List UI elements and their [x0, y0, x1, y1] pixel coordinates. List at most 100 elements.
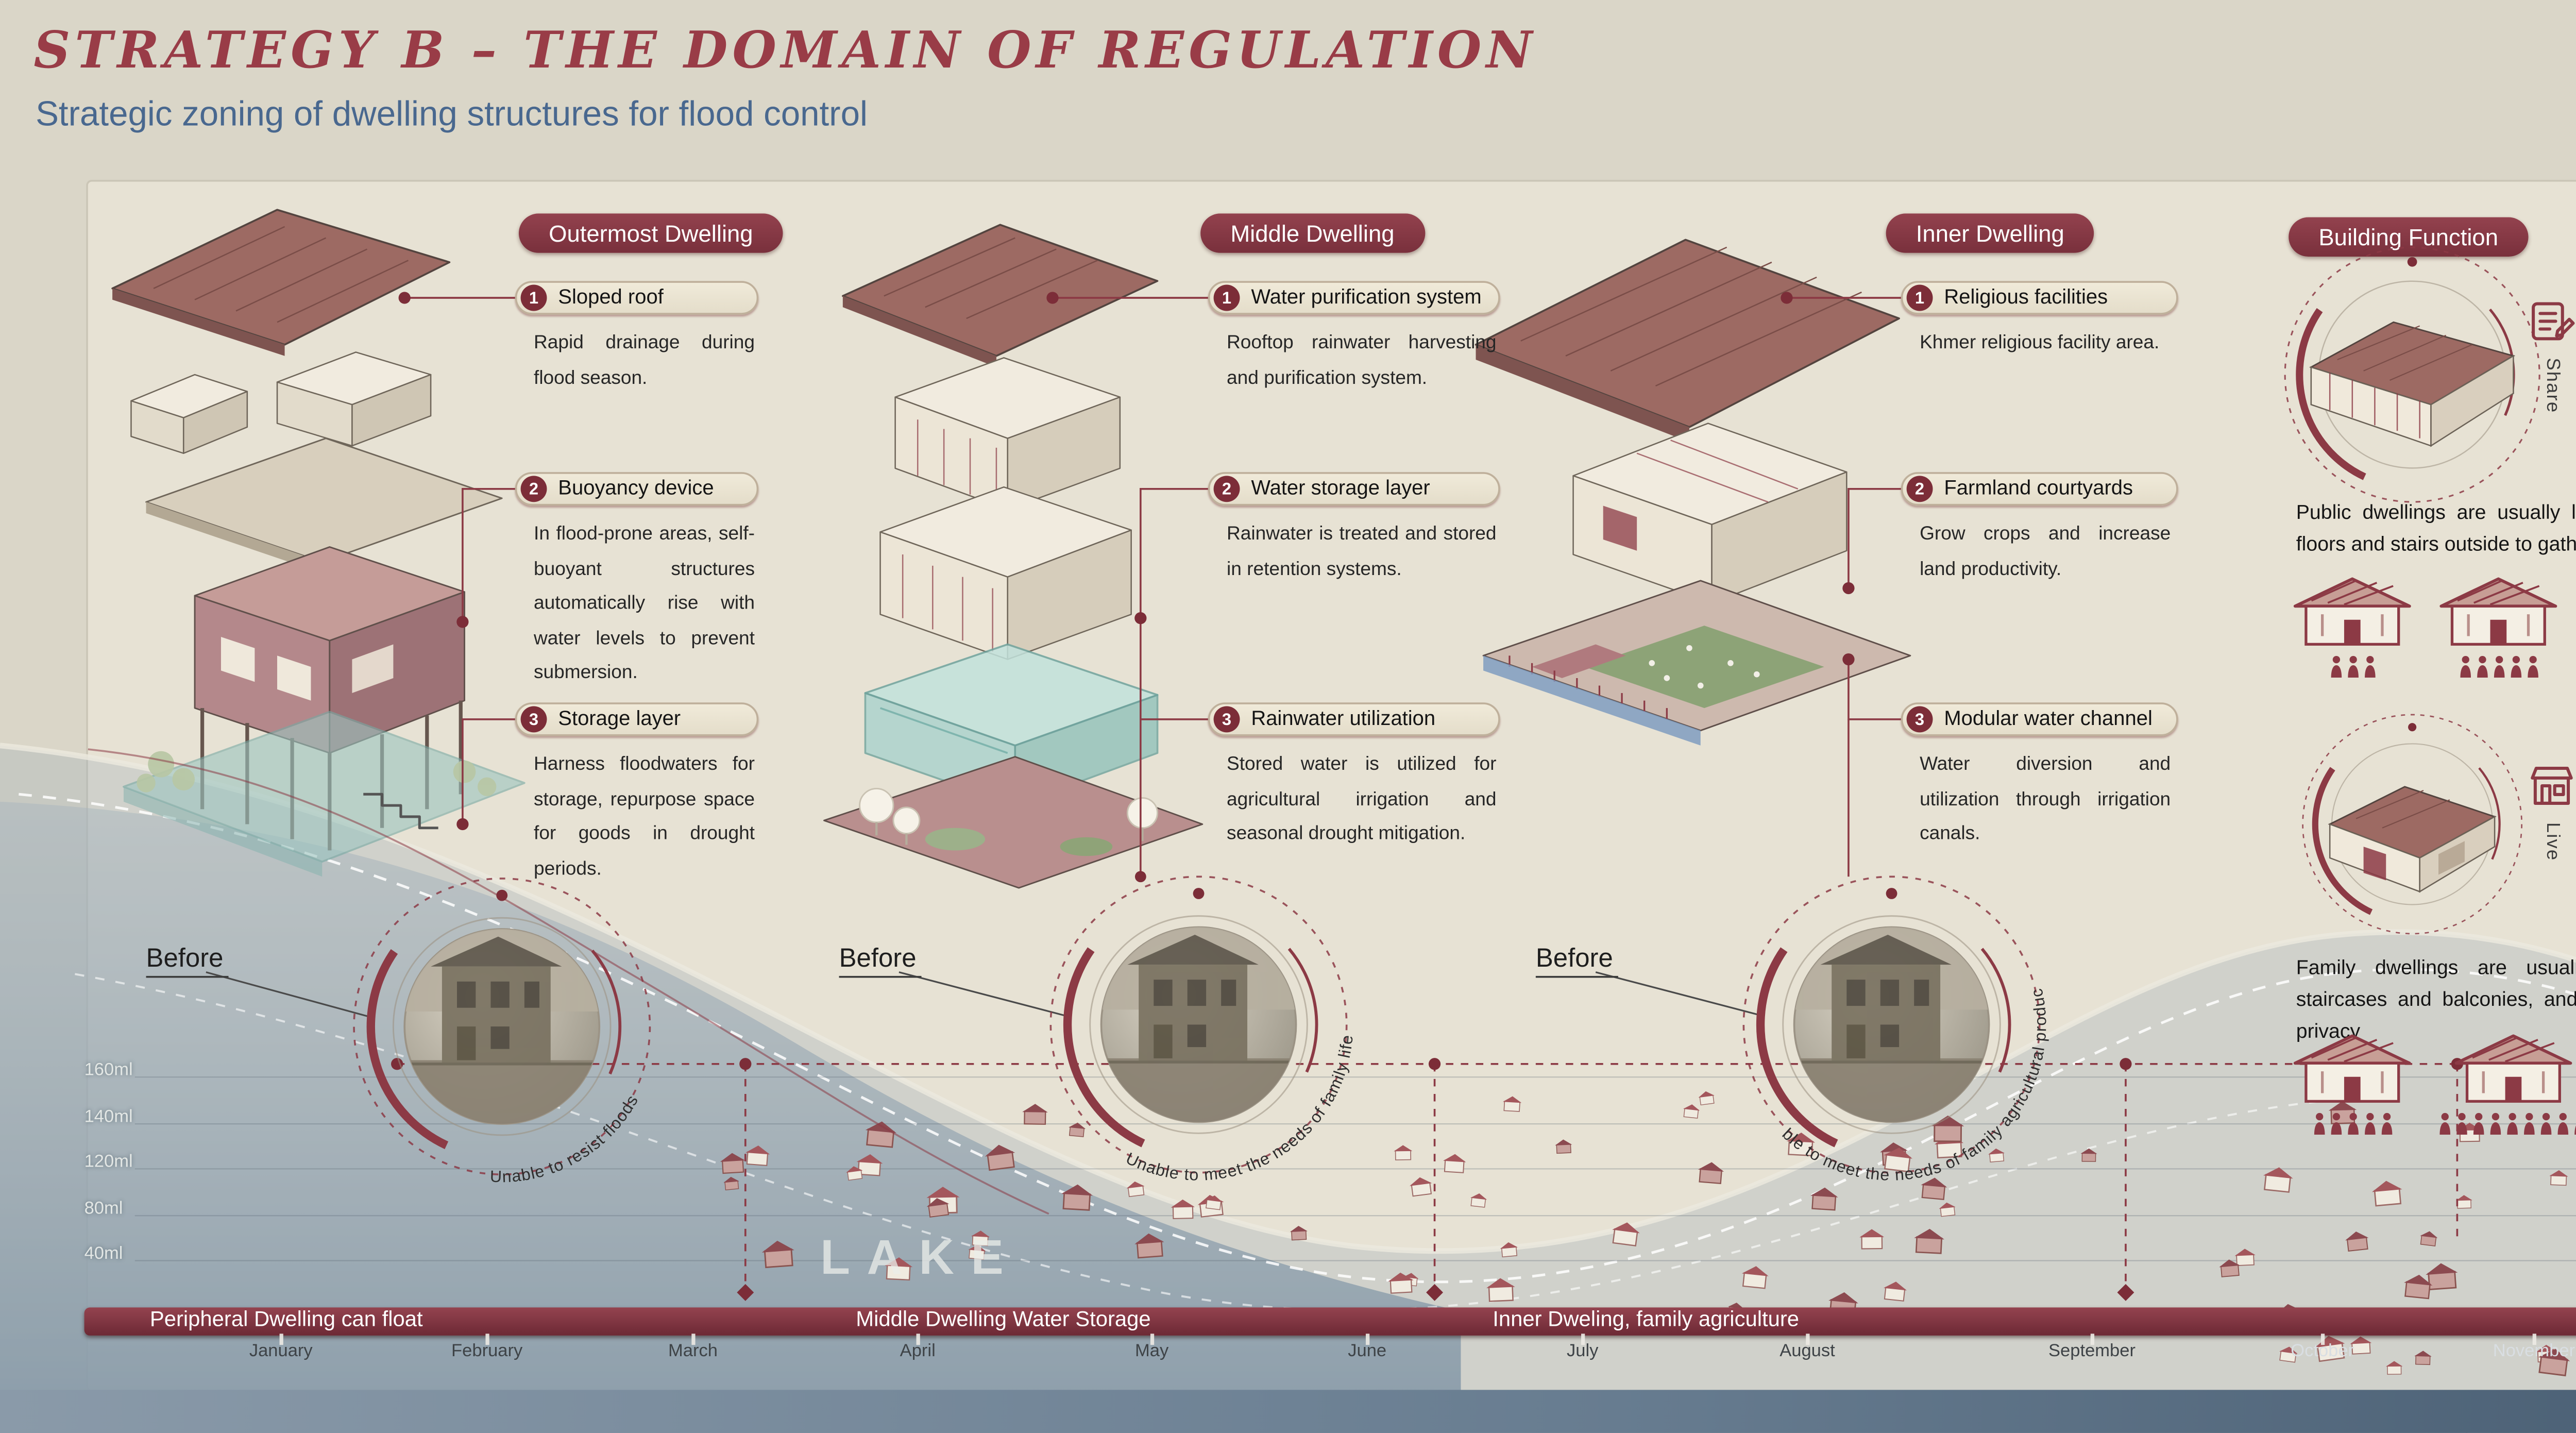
- before-photo-circle-3: Unable to meet the needs of family agric…: [1712, 845, 2072, 1204]
- feature-number: 1: [520, 284, 547, 311]
- feature-description: Harness floodwaters for storage, repurpo…: [534, 754, 755, 880]
- feature-number: 2: [1906, 476, 1933, 502]
- feature-number: 3: [1906, 706, 1933, 733]
- water-level-80: 80ml: [84, 1199, 123, 1220]
- person-icon: [2330, 1112, 2341, 1135]
- person-icon: [2540, 1112, 2552, 1135]
- feature-number: 3: [1213, 706, 1240, 733]
- month-label: April: [900, 1341, 936, 1362]
- person-icon: [2459, 655, 2470, 678]
- feature-title: Water storage layer: [1251, 477, 1430, 500]
- before-leader-lines: [206, 971, 1761, 1018]
- month-label: September: [2048, 1341, 2136, 1362]
- share-icon: [2532, 302, 2575, 341]
- person-count-row: [2329, 655, 2376, 678]
- page-title: STRATEGY B – THE DOMAIN OF REGULATION: [33, 22, 1537, 81]
- month-tick: [1365, 1334, 1369, 1345]
- month-tick: [2532, 1334, 2536, 1345]
- feature-number: 2: [1213, 476, 1240, 502]
- feature-water-storage: 2 Water storage layer Rainwater is treate…: [1208, 472, 1500, 588]
- month-tick: [485, 1334, 488, 1345]
- feature-description: Khmer religious facility area.: [1920, 333, 2160, 355]
- person-icon: [2490, 1112, 2501, 1135]
- timeline-segment-inner: Inner Dweling, family agriculture: [1493, 1309, 1800, 1332]
- feature-description: Grow crops and increase land productivit…: [1920, 524, 2171, 580]
- timeline-segment-peripheral: Peripheral Dwelling can float: [149, 1309, 423, 1332]
- person-icon: [2473, 1112, 2484, 1135]
- before-label-3: Before: [1535, 942, 1619, 978]
- water-level-40: 40ml: [84, 1243, 123, 1265]
- feature-title: Storage layer: [558, 708, 681, 731]
- feature-title: Sloped roof: [558, 286, 664, 309]
- month-label: October: [2291, 1341, 2354, 1362]
- before-label-1: Before: [146, 942, 229, 978]
- month-label: November: [2493, 1341, 2575, 1362]
- person-icon: [2507, 1112, 2518, 1135]
- person-icon: [2574, 1112, 2576, 1135]
- feature-title: Modular water channel: [1944, 708, 2153, 731]
- feature-title: Rainwater utilization: [1251, 708, 1436, 731]
- wave-dashed-line: [19, 793, 2576, 1284]
- timeline-bar: Peripheral Dwelling can float Middle Dwe…: [84, 1307, 2576, 1336]
- month-tick: [1581, 1334, 1584, 1345]
- person-icon: [2456, 1112, 2467, 1135]
- live-icon: [2531, 766, 2573, 805]
- bottom-water-strip: [0, 1390, 2576, 1433]
- person-icon: [2524, 1112, 2535, 1135]
- family-house-circle: [2285, 697, 2539, 951]
- feature-description: In flood-prone areas, self-buoyant struc…: [534, 524, 755, 684]
- inner-dwelling-illustration: [1475, 239, 1911, 746]
- lake-water: [0, 801, 1461, 1433]
- public-building-circle: [2266, 228, 2558, 520]
- feature-title: Farmland courtyards: [1944, 477, 2133, 500]
- wave-crest: [0, 743, 2576, 1254]
- house-icon: [2292, 573, 2412, 650]
- person-icon: [2557, 1112, 2569, 1135]
- person-icon: [2380, 1112, 2392, 1135]
- badge-outermost-dwelling: Outermost Dwelling: [518, 213, 783, 253]
- outermost-dwelling-illustration: [111, 209, 526, 877]
- feature-farmland-courtyards: 2 Farmland courtyards Grow crops and incr…: [1901, 472, 2178, 588]
- month-tick: [1806, 1334, 1809, 1345]
- house-unit: [2292, 573, 2412, 678]
- month-tick: [916, 1334, 919, 1345]
- house-icon: [2292, 1030, 2412, 1107]
- house-unit: [2438, 573, 2558, 678]
- water-level-160: 160ml: [84, 1060, 133, 1081]
- feature-description: Water diversion and utilization through …: [1920, 754, 2171, 845]
- person-icon: [2313, 1112, 2324, 1135]
- person-icon: [2347, 655, 2358, 678]
- before-photo-circle-2: Unable to meet the needs of family life: [1019, 845, 1379, 1204]
- feature-number: 2: [520, 476, 547, 502]
- person-icon: [2364, 655, 2375, 678]
- feature-title: Religious facilities: [1944, 286, 2108, 309]
- person-icon: [2347, 1112, 2358, 1135]
- person-icon: [2510, 655, 2521, 678]
- feature-description: Rooftop rainwater harvesting and purific…: [1227, 333, 1497, 389]
- feature-description: Rainwater is treated and stored in reten…: [1227, 524, 1497, 580]
- person-icon: [2527, 655, 2538, 678]
- wave-band: [0, 745, 2576, 1433]
- month-tick: [2090, 1334, 2094, 1345]
- month-tick: [2320, 1334, 2324, 1345]
- water-level-120: 120ml: [84, 1152, 133, 1173]
- lake-label: LAKE: [820, 1228, 1021, 1285]
- person-icon: [2330, 655, 2341, 678]
- public-icon-group: Share Rally Business: [2527, 296, 2576, 459]
- person-count-row: [2458, 655, 2538, 678]
- badge-middle-dwelling: Middle Dwelling: [1200, 213, 1425, 253]
- badge-inner-dwelling: Inner Dwelling: [1886, 213, 2094, 253]
- middle-dwelling-illustration: [823, 224, 1204, 889]
- month-label: August: [1780, 1341, 1835, 1362]
- public-dwelling-text: Public dwellings are usually large in si…: [2296, 501, 2576, 557]
- family-house-row: [2292, 1030, 2576, 1135]
- person-count-row: [2312, 1112, 2393, 1135]
